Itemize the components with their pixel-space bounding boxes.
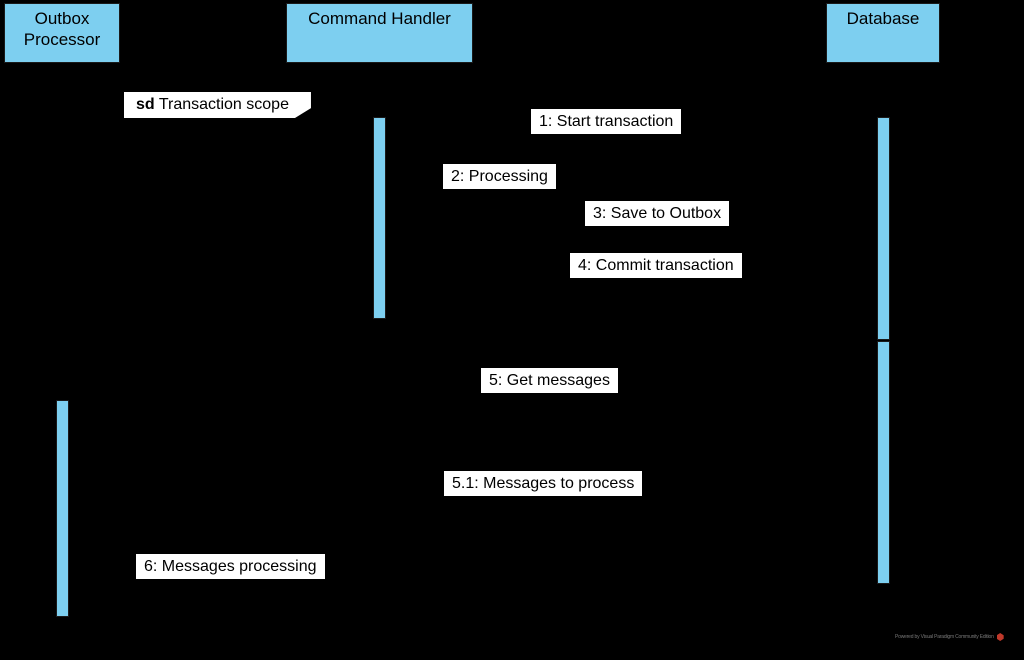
fragment-transaction-scope	[124, 92, 934, 328]
message-2-label: 2: Processing	[443, 164, 556, 189]
message-5-1-label: 5.1: Messages to process	[444, 471, 643, 496]
message-4-label: 4: Commit transaction	[570, 253, 742, 278]
message-3-arrowhead	[868, 238, 877, 248]
message-6-label: 6: Messages processing	[136, 554, 325, 579]
watermark-logo-icon	[996, 633, 1004, 641]
participant-label: Command Handler	[308, 9, 451, 28]
fragment-title: Transaction scope	[158, 96, 289, 113]
participant-label: Database	[846, 9, 920, 28]
participant-outbox-processor[interactable]: Outbox Processor	[4, 3, 120, 63]
message-6-self-loop	[69, 581, 125, 615]
message-3-line	[386, 243, 874, 244]
activation-database-transaction	[877, 117, 890, 340]
watermark: Powered by Visual Paradigm Community Edi…	[895, 633, 1004, 641]
message-5-label: 5: Get messages	[481, 368, 618, 393]
participant-label: Outbox Processor	[23, 9, 101, 49]
participant-database[interactable]: Database	[826, 3, 940, 63]
message-2-arrowhead	[386, 220, 395, 230]
participant-command-handler[interactable]: Command Handler	[286, 3, 473, 63]
activation-outbox-processor	[56, 400, 69, 617]
activation-command-handler	[373, 117, 386, 319]
message-1-arrowhead	[868, 135, 877, 145]
message-6-arrowhead	[69, 610, 78, 620]
message-5-1-arrowhead	[69, 508, 78, 518]
message-4-line	[386, 295, 874, 296]
message-5-arrowhead	[868, 405, 877, 415]
lifeline-command-handler	[379, 63, 380, 658]
fragment-label: sd Transaction scope	[124, 92, 311, 118]
lifeline-outbox-processor	[62, 63, 63, 658]
message-1-label: 1: Start transaction	[531, 109, 682, 134]
message-2-self-loop	[386, 191, 442, 225]
message-3-label: 3: Save to Outbox	[585, 201, 730, 226]
watermark-text: Powered by Visual Paradigm Community Edi…	[895, 633, 994, 640]
message-5-line	[69, 410, 874, 411]
message-1-line	[386, 140, 874, 141]
fragment-keyword: sd	[136, 96, 155, 113]
message-5-1-line	[69, 513, 874, 514]
activation-database-fetch	[877, 341, 890, 584]
message-4-arrowhead	[868, 290, 877, 300]
